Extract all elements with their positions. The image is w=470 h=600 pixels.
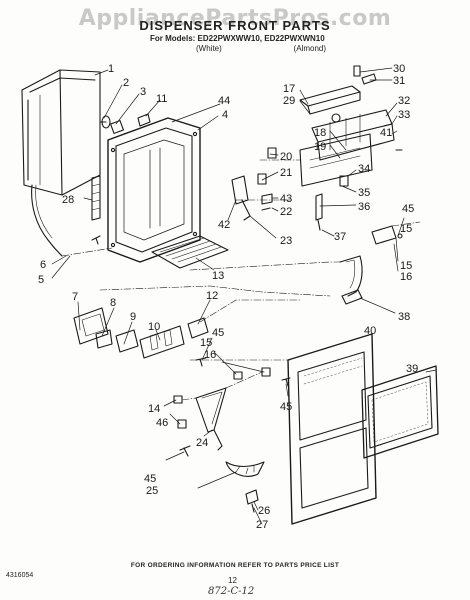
models-line: For Models: ED22PWXWW10, ED22PWXWN10: [150, 34, 325, 43]
part-24-actuator-arm: [173, 387, 227, 457]
center-screws: [195, 357, 291, 387]
callout-45d: 45: [144, 473, 156, 485]
callout-34: 34: [358, 163, 370, 175]
callout-11: 11: [156, 93, 167, 105]
part-7-10-light-assembly: [73, 307, 185, 359]
callout-45c: 45: [280, 401, 292, 413]
variant-white: (White): [196, 44, 222, 53]
leader-lines: [51, 67, 437, 525]
callout-23: 23: [280, 235, 292, 247]
color-variants: (White) (Almond): [196, 44, 326, 53]
part-13-drip-grille: [151, 235, 229, 269]
callout-8: 8: [110, 297, 116, 309]
assembly-guide-lines: [61, 159, 421, 401]
part-12-switch: [187, 317, 209, 339]
callout-24: 24: [196, 437, 208, 449]
callout-5: 5: [38, 274, 44, 286]
callout-32: 32: [398, 95, 410, 107]
document-number: 4316054: [6, 572, 34, 579]
part-26-27-screw: [245, 489, 259, 513]
callout-17: 17: [283, 83, 295, 95]
callout-20: 20: [280, 151, 292, 163]
part-11-clip: [137, 113, 151, 127]
variant-almond: (Almond): [293, 44, 326, 53]
part-2-3-fittings: [99, 115, 124, 134]
watermark: AppliancePartsPros.com: [78, 6, 392, 31]
callout-38: 38: [398, 311, 410, 323]
callout-25: 25: [146, 485, 158, 497]
callout-15a: 15: [400, 260, 412, 272]
callout-45b: 45: [212, 327, 224, 339]
callout-21: 21: [280, 167, 292, 179]
callout-13: 13: [212, 270, 224, 282]
callout-2: 2: [123, 77, 129, 89]
callout-10: 10: [148, 321, 160, 333]
callout-15c: 15: [400, 223, 412, 235]
callout-44: 44: [218, 95, 230, 107]
part-5-screw: [91, 235, 101, 245]
callout-40: 40: [364, 325, 376, 337]
callout-3: 3: [140, 86, 146, 98]
ordering-note: FOR ORDERING INFORMATION REFER TO PARTS …: [130, 562, 340, 569]
callout-7: 7: [72, 291, 78, 303]
callout-16a: 16: [400, 271, 412, 283]
part-4-dispenser-frame: [107, 117, 201, 263]
callout-29: 29: [283, 95, 295, 107]
callout-4: 4: [222, 109, 228, 121]
callout-37: 37: [334, 231, 346, 243]
page-title: DISPENSER FRONT PARTS: [139, 18, 331, 33]
callout-1: 1: [108, 63, 114, 75]
callout-36: 36: [358, 201, 370, 213]
handwritten-note: 872-C-12: [208, 586, 255, 597]
callout-33: 33: [398, 109, 410, 121]
page-number: 12: [228, 576, 237, 585]
callout-26: 26: [258, 505, 270, 517]
callout-39: 39: [406, 363, 418, 375]
callout-31: 31: [393, 75, 405, 87]
part-1-chute-housing: [21, 69, 101, 196]
callout-35: 35: [358, 187, 370, 199]
callout-43: 43: [280, 193, 292, 205]
callout-6: 6: [40, 259, 46, 271]
callout-42: 42: [218, 219, 230, 231]
callout-30: 30: [393, 63, 405, 75]
callout-16b: 16: [204, 349, 216, 361]
part-39-panel-insert: [361, 365, 439, 459]
callout-41: 41: [380, 127, 392, 139]
callout-15b: 15: [200, 337, 212, 349]
callout-12: 12: [206, 290, 218, 302]
callout-28: 28: [62, 194, 74, 206]
part-40-front-panel: [287, 333, 377, 525]
callout-45a: 45: [402, 203, 414, 215]
callout-numbers: 1 2 3 4 5 6 7 8 9 10 11 12 13 14 15 15 1…: [38, 63, 418, 531]
part-28-lever: [91, 175, 101, 221]
callout-27: 27: [256, 519, 268, 531]
callout-9: 9: [130, 311, 136, 323]
callout-46: 46: [156, 417, 168, 429]
part-25-drip-tray: [225, 461, 265, 477]
callout-19: 19: [314, 141, 326, 153]
part-17-29-top-rail: [299, 65, 377, 115]
part-6-drain-hose: [31, 184, 63, 257]
callout-18: 18: [314, 127, 326, 139]
callout-14: 14: [148, 403, 160, 415]
part-38-dispenser-lever: [339, 225, 403, 305]
callout-22: 22: [280, 206, 292, 218]
